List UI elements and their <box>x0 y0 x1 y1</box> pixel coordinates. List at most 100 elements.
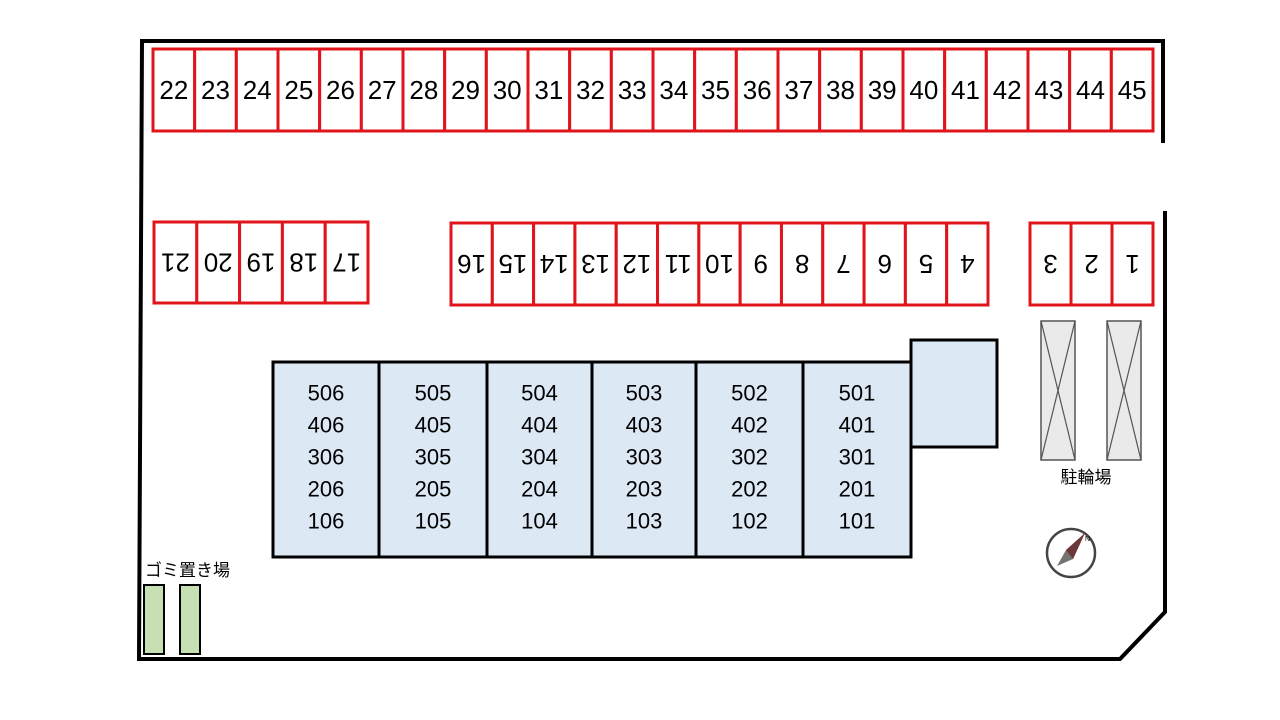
parking-space-number: 21 <box>161 248 190 278</box>
unit-number: 105 <box>415 509 452 534</box>
parking-space-number: 28 <box>409 75 438 105</box>
unit-number: 501 <box>839 381 876 406</box>
building-column-box <box>801 360 913 559</box>
parking-space: 15 <box>490 221 536 307</box>
parking-space: 30 <box>484 47 530 133</box>
unit-number: 106 <box>308 509 345 534</box>
parking-space-number: 7 <box>836 249 850 279</box>
site-boundary <box>136 39 1167 661</box>
parking-space-outline <box>903 221 949 307</box>
parking-space: 31 <box>526 47 572 133</box>
parking-space: 6 <box>862 221 907 307</box>
parking-space-number: 22 <box>159 75 188 105</box>
unit-number: 301 <box>839 445 876 470</box>
parking-space: 9 <box>738 221 783 307</box>
parking-space-outline <box>490 221 536 307</box>
unit-number: 403 <box>626 413 663 438</box>
parking-space: 16 <box>449 221 494 307</box>
building-column-box <box>271 360 381 559</box>
parking-space-number: 15 <box>499 249 528 279</box>
parking-space: 45 <box>1109 47 1155 133</box>
parking-space-number: 37 <box>784 75 813 105</box>
parking-space: 17 <box>323 220 370 305</box>
parking-space: 1 <box>1110 221 1155 307</box>
unit-number: 204 <box>521 477 558 502</box>
parking-space-outline <box>818 47 863 133</box>
unit-number: 302 <box>731 445 768 470</box>
unit-number: 502 <box>731 381 768 406</box>
parking-space: 34 <box>651 47 697 133</box>
parking-space-outline <box>443 47 488 133</box>
parking-space-number: 31 <box>534 75 563 105</box>
parking-space-number: 14 <box>540 249 569 279</box>
parking-space-number: 25 <box>284 75 313 105</box>
parking-space-number: 3 <box>1043 249 1057 279</box>
parking-space-number: 2 <box>1084 249 1098 279</box>
parking-space-number: 1 <box>1125 249 1139 279</box>
building-column-box <box>694 360 805 559</box>
parking-space-outline <box>318 47 363 133</box>
parking-space: 36 <box>734 47 780 133</box>
parking-space: 23 <box>193 47 238 133</box>
unit-number: 401 <box>839 413 876 438</box>
apartment-building: 5064063062061065054053052051055044043042… <box>271 360 913 559</box>
parking-space-number: 35 <box>701 75 730 105</box>
parking-space-number: 42 <box>993 75 1022 105</box>
parking-space-number: 29 <box>451 75 480 105</box>
parking-space-number: 27 <box>368 75 397 105</box>
parking-space: 20 <box>195 220 242 305</box>
parking-space-outline <box>609 47 655 133</box>
parking-space: 11 <box>656 221 701 307</box>
unit-number: 504 <box>521 381 558 406</box>
parking-space-outline <box>152 220 199 305</box>
parking-space-outline <box>943 47 988 133</box>
parking-space-outline <box>945 221 990 307</box>
parking-space: 24 <box>234 47 280 133</box>
parking-space-outline <box>1110 221 1155 307</box>
unit-number: 102 <box>731 509 768 534</box>
unit-number: 202 <box>731 477 768 502</box>
unit-number: 306 <box>308 445 345 470</box>
parking-space: 29 <box>443 47 488 133</box>
garbage-bin-1 <box>143 584 165 655</box>
bicycle-rack-1 <box>1040 320 1076 461</box>
parking-space-number: 43 <box>1034 75 1063 105</box>
parking-space-number: 12 <box>622 249 651 279</box>
parking-space-number: 36 <box>743 75 772 105</box>
building-column-box <box>377 360 489 559</box>
parking-space-outline <box>901 47 947 133</box>
bicycle-parking-label: 駐輪場 <box>1061 468 1112 488</box>
parking-space-number: 34 <box>659 75 688 105</box>
parking-space-outline <box>862 221 907 307</box>
unit-number: 405 <box>415 413 452 438</box>
parking-space: 19 <box>238 220 284 305</box>
parking-space-number: 33 <box>618 75 647 105</box>
parking-space-number: 17 <box>332 248 361 278</box>
compass-icon: N <box>1045 527 1097 579</box>
parking-space-number: 24 <box>243 75 272 105</box>
parking-space: 14 <box>532 221 577 307</box>
parking-space-outline <box>984 47 1030 133</box>
parking-space: 42 <box>984 47 1030 133</box>
parking-space: 2 <box>1069 221 1114 307</box>
unit-number: 201 <box>839 477 876 502</box>
parking-space-outline <box>779 221 825 307</box>
parking-space-outline <box>234 47 280 133</box>
parking-space-outline <box>238 220 284 305</box>
parking-space-number: 4 <box>960 249 974 279</box>
unit-number: 104 <box>521 509 558 534</box>
parking-space: 41 <box>943 47 988 133</box>
parking-space-number: 11 <box>665 249 692 279</box>
parking-space: 7 <box>821 221 866 307</box>
unit-number: 404 <box>521 413 558 438</box>
unit-number: 205 <box>415 477 452 502</box>
unit-number: 203 <box>626 477 663 502</box>
parking-space-number: 23 <box>201 75 230 105</box>
parking-space-number: 32 <box>576 75 605 105</box>
parking-space-number: 39 <box>868 75 897 105</box>
